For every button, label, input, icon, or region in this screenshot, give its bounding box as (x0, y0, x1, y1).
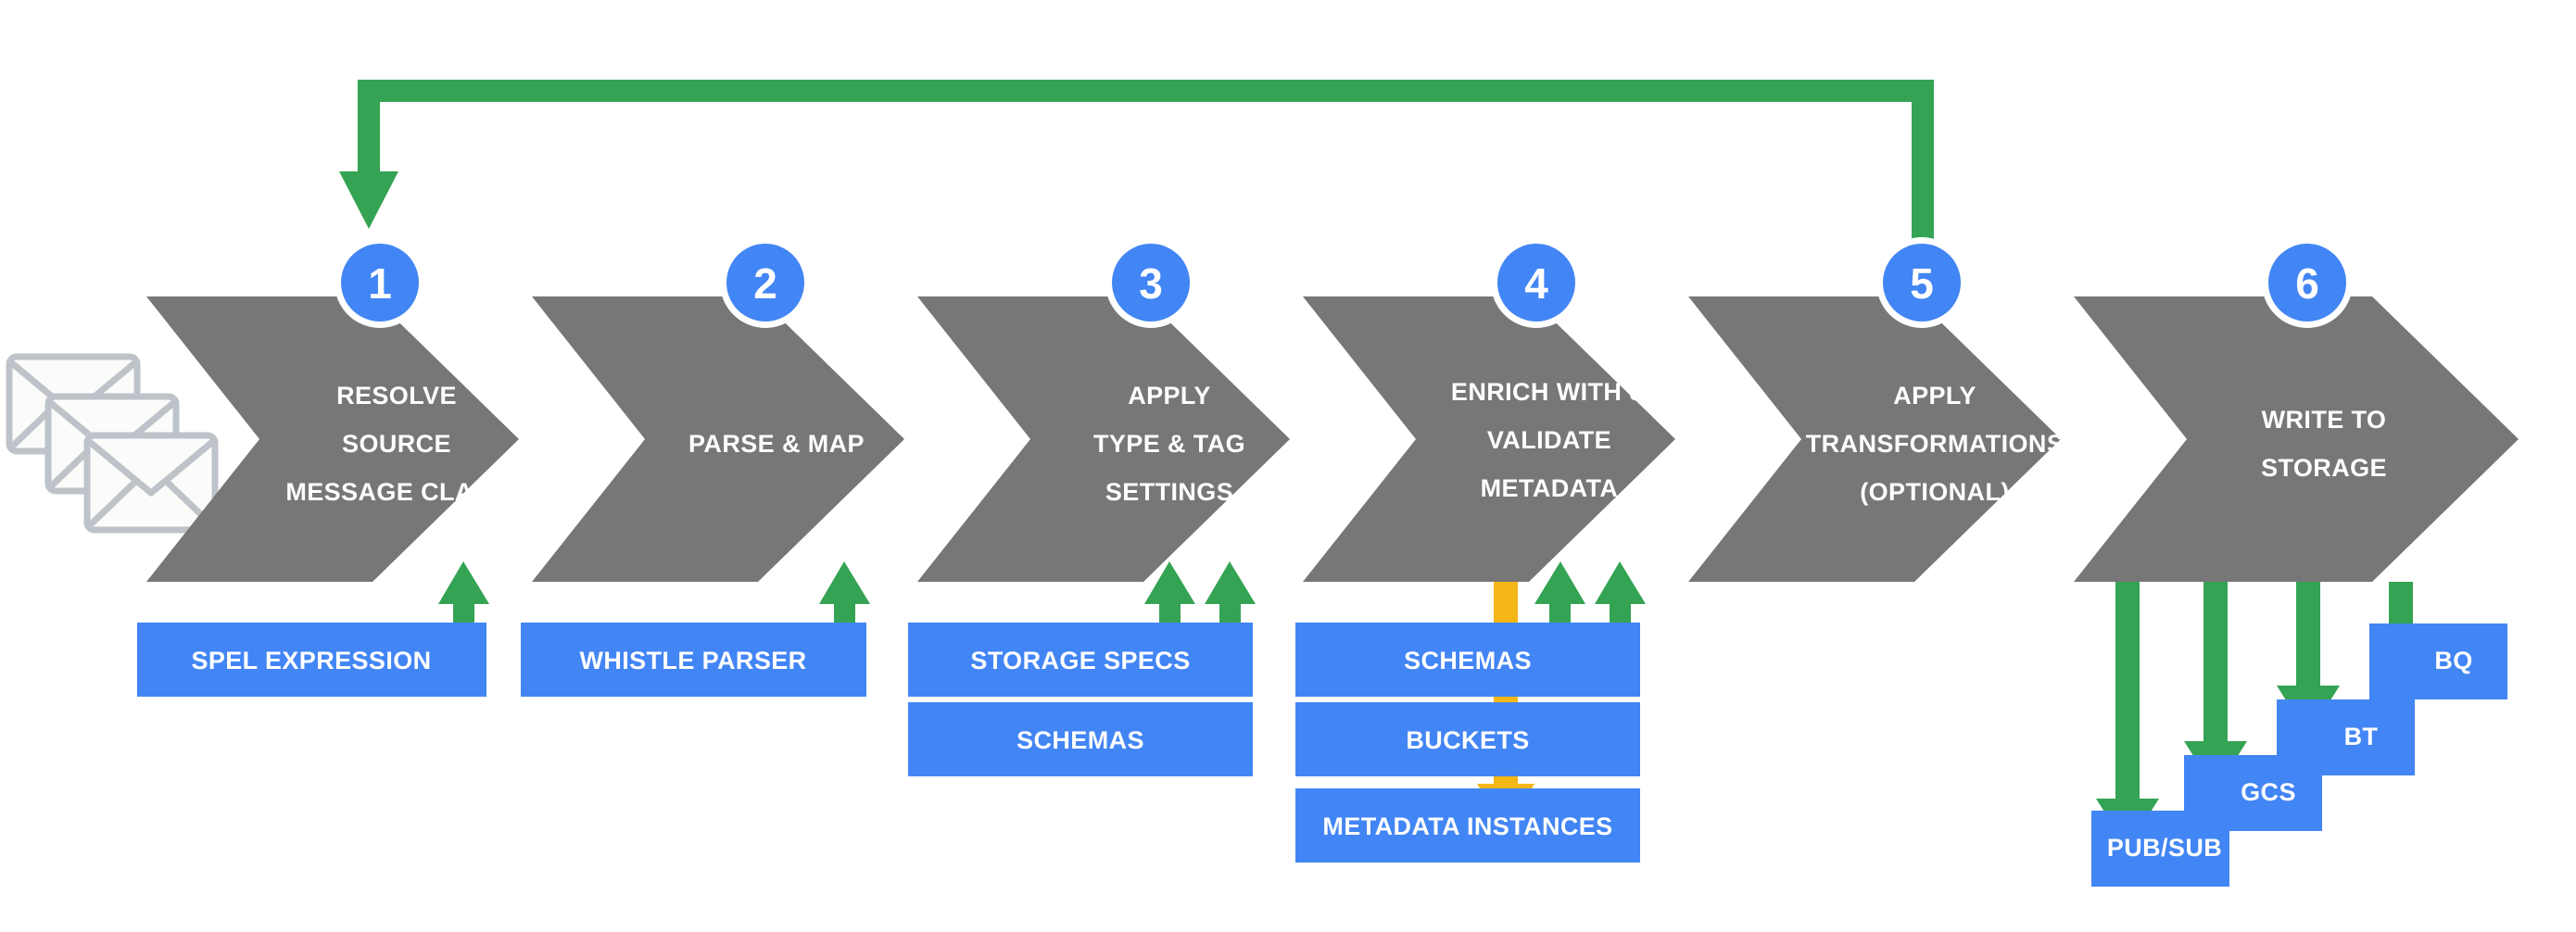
stage-label-3-line-1: APPLY (1128, 382, 1211, 409)
stage-label-5-line-3: (OPTIONAL) (1860, 478, 2009, 506)
stage-chevron-5[interactable] (1688, 296, 2061, 582)
stage-label-2: PARSE & MAP (688, 430, 865, 458)
chip-label-storage-specs: STORAGE SPECS (970, 647, 1190, 674)
stage-label-3: APPLY TYPE & TAG SETTINGS (1093, 382, 1245, 506)
stage-chevron-2[interactable] (532, 296, 904, 582)
storage-label-pubsub: PUB/SUB (2107, 834, 2222, 862)
stage-badge-6: 6 (2262, 237, 2353, 328)
stage-badge-1: 1 (335, 237, 425, 328)
chip-schemas-stage-3[interactable]: SCHEMAS (908, 702, 1253, 776)
stage-label-4-line-1: ENRICH WITH & (1451, 378, 1648, 406)
chip-label-metadata-instances: METADATA INSTANCES (1322, 812, 1612, 840)
stage-chevron-3[interactable] (917, 296, 1290, 582)
chip-metadata-instances[interactable]: METADATA INSTANCES (1295, 788, 1640, 863)
stage-chevron-1[interactable] (146, 296, 519, 582)
storage-label-gcs: GCS (2241, 778, 2296, 806)
stage-label-5-line-2: TRANSFORMATIONS (1806, 430, 2064, 458)
storage-label-bt: BT (2344, 723, 2379, 750)
feedback-loop-arrow (339, 80, 1934, 283)
stage-badge-2: 2 (720, 237, 811, 328)
storage-arrow-pubsub (2096, 582, 2159, 849)
stage-label-4-line-2: VALIDATE (1487, 426, 1611, 454)
stage-label-5-line-1: APPLY (1893, 382, 1976, 409)
source-envelopes-icon (9, 357, 215, 530)
stage-chevron-6[interactable] (2074, 296, 2519, 582)
chip-whistle-parser[interactable]: WHISTLE PARSER (521, 623, 866, 697)
storage-target-pubsub[interactable]: PUB/SUB (2091, 811, 2229, 887)
chip-label-schemas-stage-4: SCHEMAS (1404, 647, 1532, 674)
chip-buckets[interactable]: BUCKETS (1295, 702, 1640, 776)
stage-badge-3: 3 (1105, 237, 1196, 328)
stage-chevron-4[interactable] (1303, 296, 1675, 582)
stage-label-6-line-1: WRITE TO (2262, 406, 2387, 434)
stage-label-1: RESOLVE SOURCE MESSAGE CLASS (285, 382, 507, 506)
stage-label-2-line-1: PARSE & MAP (688, 430, 865, 458)
stage-number-4: 4 (1524, 259, 1548, 308)
stage-label-5: APPLY TRANSFORMATIONS (OPTIONAL) (1806, 382, 2064, 506)
stage-number-3: 3 (1139, 259, 1163, 308)
stage-label-1-line-3: MESSAGE CLASS (285, 478, 507, 506)
stage-number-6: 6 (2295, 259, 2319, 308)
stage-label-3-line-3: SETTINGS (1105, 478, 1233, 506)
stage-badge-4: 4 (1491, 237, 1582, 328)
stage-number-5: 5 (1910, 259, 1934, 308)
stage-label-1-line-1: RESOLVE (336, 382, 457, 409)
storage-label-bq: BQ (2434, 647, 2472, 674)
chip-label-spel-expression: SPEL EXPRESSION (191, 647, 431, 674)
chip-schemas-stage-4[interactable]: SCHEMAS (1295, 623, 1640, 697)
stage-label-1-line-2: SOURCE (342, 430, 451, 458)
storage-target-bq[interactable]: BQ (2369, 623, 2507, 699)
chip-label-buckets: BUCKETS (1406, 726, 1529, 754)
storage-target-gcs[interactable]: GCS (2184, 755, 2322, 831)
storage-arrow-gcs (2184, 582, 2247, 791)
stage-badge-5: 5 (1876, 237, 1967, 328)
chip-storage-specs[interactable]: STORAGE SPECS (908, 623, 1253, 697)
chip-spel-expression[interactable]: SPEL EXPRESSION (137, 623, 486, 697)
stage-label-4-line-3: METADATA (1481, 474, 1619, 502)
chip-label-schemas-stage-3: SCHEMAS (1017, 726, 1144, 754)
chip-label-whistle-parser: WHISTLE PARSER (579, 647, 806, 674)
stage-label-6: WRITE TO STORAGE (2261, 406, 2387, 482)
stage-label-3-line-2: TYPE & TAG (1093, 430, 1245, 458)
stage-number-2: 2 (753, 259, 777, 308)
stage-label-4: ENRICH WITH & VALIDATE METADATA (1451, 378, 1648, 502)
stage-number-1: 1 (368, 259, 392, 308)
stage-label-6-line-2: STORAGE (2261, 454, 2387, 482)
